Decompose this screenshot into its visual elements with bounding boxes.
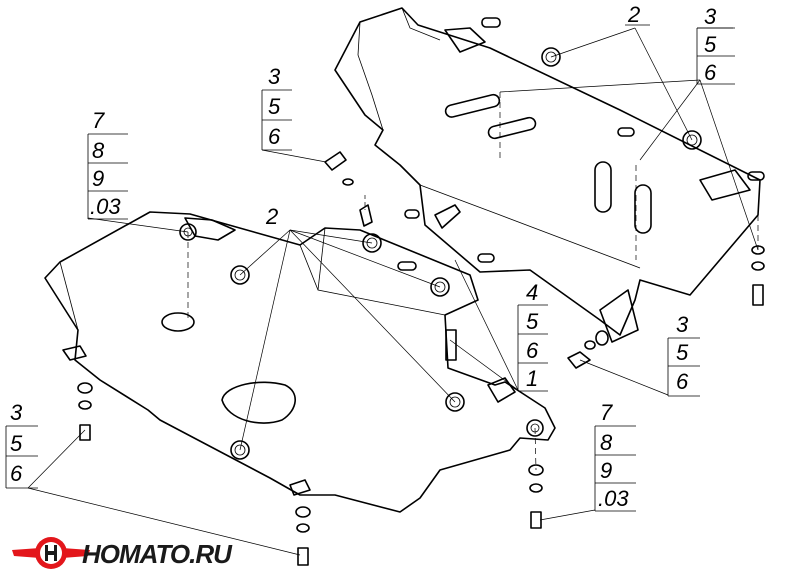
callout-left-mid: 3 5 6: [261, 64, 292, 151]
callout-label: 2: [627, 2, 640, 27]
callout-label: 6: [10, 461, 23, 486]
callout-bottom-right: 7 8 9 .03: [594, 400, 636, 512]
fasteners: [77, 151, 765, 566]
callout-label: 6: [676, 369, 689, 394]
leader-lines: [27, 24, 759, 556]
callout-label: 3: [676, 312, 689, 337]
callout-label: 6: [268, 124, 281, 149]
callout-label: .03: [598, 486, 629, 511]
callout-center: 2: [265, 204, 278, 229]
homato-logo: HOMATO.RU: [12, 537, 234, 569]
callout-label: 4: [526, 280, 538, 305]
callout-right-mid: 3 5 6: [667, 312, 700, 397]
callout-label: 8: [92, 138, 105, 163]
callout-label: 3: [10, 400, 23, 425]
callout-top-center: 2: [627, 2, 640, 27]
callout-label: 2: [265, 204, 278, 229]
lower-skid-plate: [44, 211, 556, 513]
callout-center-right: 4 5 6 1: [517, 280, 548, 392]
winged-h-logo-icon: [12, 537, 90, 569]
callout-label: 3: [268, 64, 281, 89]
callout-label: 7: [600, 400, 613, 425]
callout-label: 6: [526, 338, 539, 363]
callout-top-right: 3 5 6: [696, 4, 735, 85]
callout-label: 1: [526, 366, 538, 391]
callout-label: 8: [600, 430, 613, 455]
callout-label: 5: [10, 431, 23, 456]
upper-skid-plate: [334, 7, 765, 343]
logo-text: HOMATO.RU: [82, 539, 233, 569]
callout-label: 5: [676, 340, 689, 365]
callout-label: 6: [704, 60, 717, 85]
callout-label: 5: [526, 309, 539, 334]
callout-label: 3: [704, 4, 717, 29]
callout-bottom-left: 3 5 6: [5, 400, 38, 489]
callout-label: .03: [90, 194, 121, 219]
callout-label: 7: [92, 108, 105, 133]
callout-label: 9: [600, 458, 612, 483]
callout-left-top: 7 8 9 .03: [87, 108, 128, 220]
callout-label: 9: [92, 166, 104, 191]
callout-label: 5: [268, 94, 281, 119]
callout-label: 5: [704, 32, 717, 57]
